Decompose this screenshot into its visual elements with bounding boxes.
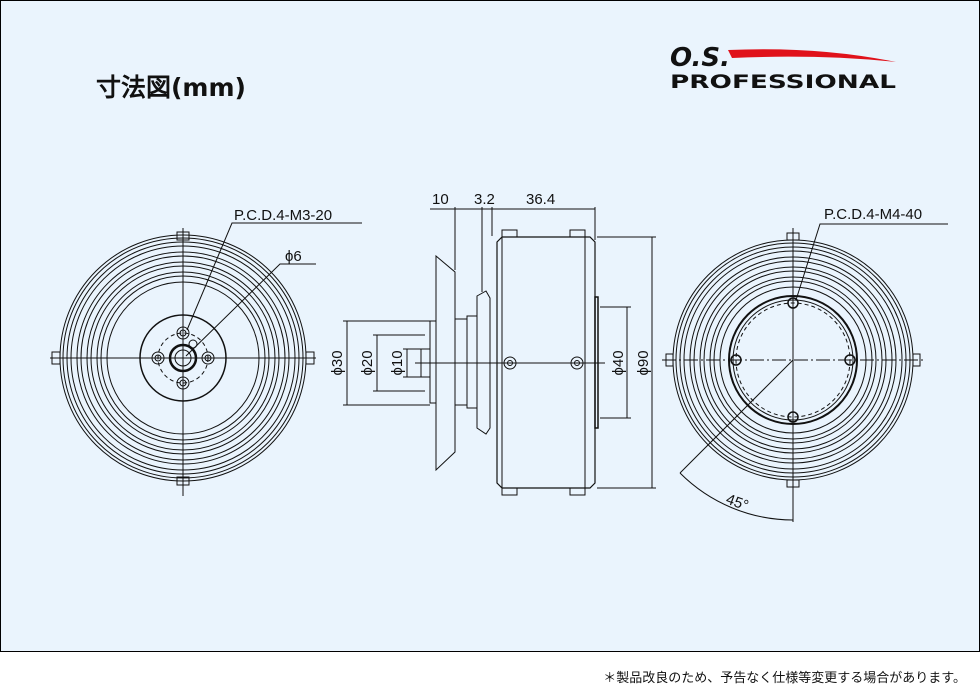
dia-20-label: ϕ20 xyxy=(359,350,376,375)
page-title: 寸法図(mm) xyxy=(96,73,246,102)
front-pcd-label: P.C.D.4-M3-20 xyxy=(234,207,332,224)
dia-40-label: ϕ40 xyxy=(610,350,627,375)
dia-10-label: ϕ10 xyxy=(389,350,406,375)
logo-swoosh xyxy=(728,49,896,62)
logo-os-text: O.S. xyxy=(670,43,730,73)
side-view: 10 3.2 36.4 ϕ30 ϕ20 ϕ10 ϕ40 ϕ90 xyxy=(329,191,656,496)
front-view: P.C.D.4-M3-20 ϕ6 xyxy=(50,207,362,496)
rear-pcd-label: P.C.D.4-M4-40 xyxy=(824,206,922,223)
front-shaft-leader xyxy=(185,263,316,357)
rear-45-leader xyxy=(679,359,794,474)
dia-90-label: ϕ90 xyxy=(635,350,652,375)
rear-pcd-leader xyxy=(795,223,948,301)
front-shaft-label: ϕ6 xyxy=(285,248,302,265)
dim-10-label: 10 xyxy=(432,191,449,208)
rear-angle-arc xyxy=(679,472,794,521)
dim-3-2-label: 3.2 xyxy=(474,191,495,208)
footnote: ＊製品改良のため、予告なく仕様等変更する場合があります。 xyxy=(603,671,966,686)
dia-30-label: ϕ30 xyxy=(329,350,346,375)
logo-professional-text: PROFESSIONAL xyxy=(670,71,896,93)
side-motor-body xyxy=(496,236,596,489)
side-hub xyxy=(429,320,437,404)
rear-angle-label: 45° xyxy=(724,491,751,515)
rear-view: P.C.D.4-M4-40 45° xyxy=(662,206,948,522)
os-professional-logo: O.S. PROFESSIONAL xyxy=(670,43,896,93)
front-pcd-leader xyxy=(186,222,362,331)
dim-36-4-label: 36.4 xyxy=(526,191,555,208)
motor-dimension-drawing: P.C.D.4-M3-20 ϕ6 10 3.2 36.4 ϕ30 ϕ20 ϕ10 xyxy=(50,191,948,522)
